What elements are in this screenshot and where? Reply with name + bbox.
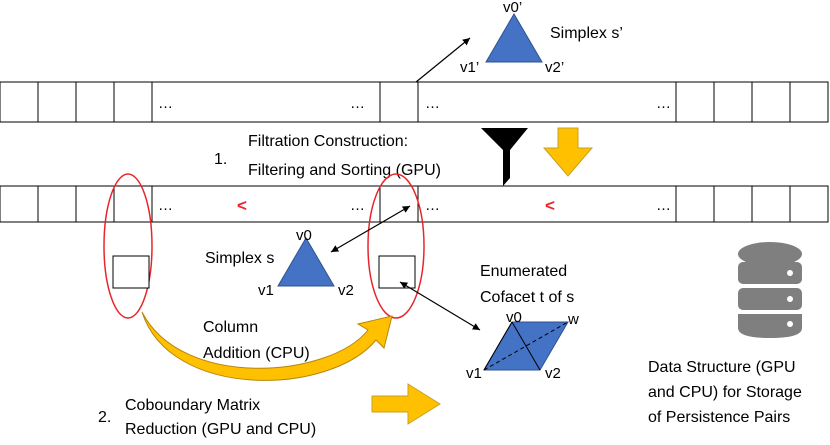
cofacet-link-arrow: [399, 281, 481, 331]
top-simplex-v1-label: v1’: [460, 59, 479, 76]
bottom-array-ellipsis: …: [425, 197, 440, 214]
cofacet-v2-label: v2: [545, 365, 561, 382]
step1-number: 1.: [214, 151, 227, 168]
simplex-s-v0-label: v0: [296, 227, 312, 244]
funnel-icon: [481, 128, 528, 186]
right-column-cell: [378, 255, 416, 289]
bottom-array-ellipsis: …: [158, 197, 173, 214]
left-column-cell: [112, 255, 150, 289]
column-addition-arrow: [141, 311, 393, 381]
top-array: … … … …: [0, 81, 829, 123]
cofacet-edge: [511, 321, 541, 371]
database-icon: [738, 242, 802, 338]
cofacet-v1-label: v1: [466, 365, 482, 382]
bottom-array-less-than: <: [237, 196, 247, 215]
column-addition-line2: Addition (CPU): [203, 345, 310, 362]
storage-line3: of Persistence Pairs: [648, 409, 790, 426]
step1-line2: Filtering and Sorting (GPU): [248, 162, 441, 179]
column-addition-line1: Column: [203, 319, 258, 336]
top-simplex-v2-label: v2’: [545, 59, 564, 76]
cofacet-w-label: w: [567, 311, 579, 328]
step1-line1: Filtration Construction:: [248, 133, 408, 150]
top-simplex-v0-label: v0’: [503, 0, 522, 16]
left-column-highlight-ellipse: [103, 173, 153, 319]
cofacet-line2: Cofacet t of s: [480, 289, 574, 306]
top-array-ellipsis: …: [425, 95, 440, 112]
right-arrow-icon: [371, 383, 441, 425]
top-array-ellipsis: …: [656, 95, 671, 112]
simplex-s-title: Simplex s: [205, 250, 274, 267]
top-array-ellipsis: …: [350, 95, 365, 112]
step2-line2: Reduction (GPU and CPU): [125, 421, 316, 438]
step2-number: 2.: [98, 409, 111, 426]
cofacet-edge: [483, 321, 513, 371]
cofacet-dashed-edge: [483, 321, 569, 371]
simplex-s-group: v0 v1 v2 Simplex s: [205, 227, 354, 299]
cofacet-line1: Enumerated: [480, 263, 567, 280]
simplex-s-v1-label: v1: [258, 282, 274, 299]
top-array-outline: [0, 81, 829, 123]
top-simplex-triangle: [485, 13, 543, 63]
cofacet-group: v0 w v1 v2: [466, 309, 579, 382]
top-simplex-group: v0’ v1’ v2’ Simplex s’: [460, 0, 623, 76]
simplex-s-link-arrow: [330, 205, 411, 253]
bottom-array-ellipsis: …: [656, 197, 671, 214]
simplex-s-v2-label: v2: [338, 282, 354, 299]
top-array-ellipsis: …: [158, 95, 173, 112]
storage-line1: Data Structure (GPU: [648, 359, 796, 376]
bottom-array-ellipsis: …: [350, 197, 365, 214]
storage-line2: and CPU) for Storage: [648, 384, 802, 401]
bottom-array-less-than: <: [545, 196, 555, 215]
simplex-s-triangle: [277, 237, 335, 287]
step2-line1: Coboundary Matrix: [125, 397, 260, 414]
down-arrow-icon: [542, 127, 594, 177]
cofacet-v0-label: v0: [506, 309, 522, 326]
top-simplex-title: Simplex s’: [550, 25, 623, 42]
